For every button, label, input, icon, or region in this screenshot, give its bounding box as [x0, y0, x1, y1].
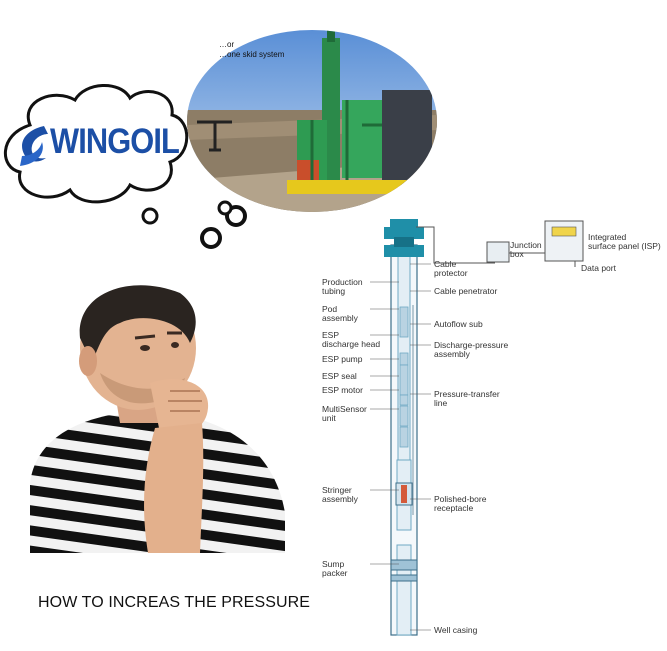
- left-label-stringer-assembly: Stringer: [322, 485, 352, 495]
- thinking-man-illustration: [30, 285, 285, 553]
- wellhead-neck: [394, 237, 414, 247]
- sump-packer-body: [390, 559, 418, 571]
- panel-label-2: surface panel (ISP): [588, 241, 661, 251]
- right-label-polished-bore-receptacle: Polished-bore: [434, 494, 487, 504]
- junction-box-label-1: Junction: [510, 240, 542, 250]
- wellhead-cap: [390, 219, 418, 229]
- left-label-esp-motor: ESP motor: [322, 385, 363, 395]
- right-label-cable-penetrator: Cable penetrator: [434, 286, 497, 296]
- right-label-well-casing: Well casing: [434, 625, 478, 635]
- left-label-multisensor-unit-2: unit: [322, 413, 336, 423]
- thought-cloud: [4, 84, 247, 249]
- wingoil-logo-text: WINGOIL: [50, 122, 180, 161]
- junction-box-label-2: box: [510, 249, 524, 259]
- left-label-esp-discharge-head-2: discharge head: [322, 339, 380, 349]
- left-label-pod-assembly: Pod: [322, 304, 337, 314]
- esp-pump-body: [399, 364, 409, 396]
- surface-cable: [416, 226, 495, 264]
- wingoil-swirl-icon: [20, 126, 48, 166]
- right-label-autoflow-sub: Autoflow sub: [434, 319, 483, 329]
- right-label-discharge-pressure-assembly-2: assembly: [434, 349, 471, 359]
- right-label-discharge-pressure-assembly: Discharge-pressure: [434, 340, 508, 350]
- wellhead-top: [384, 227, 424, 239]
- left-label-sump-packer-2: packer: [322, 568, 348, 578]
- panel-display: [551, 226, 577, 237]
- pod-body: [399, 306, 409, 338]
- left-label-production-tubing: Production: [322, 277, 363, 287]
- panel-label-1: Integrated: [588, 232, 627, 242]
- data-port-label: Data port: [581, 263, 617, 273]
- right-label-cable-protector-2: protector: [434, 268, 468, 278]
- left-label-esp-seal: ESP seal: [322, 371, 357, 381]
- multisensor-body: [399, 426, 409, 448]
- right-label-pressure-transfer-line: Pressure-transfer: [434, 389, 500, 399]
- skid-system-photo: [187, 30, 437, 212]
- esp-seal-body: [399, 394, 409, 406]
- pressure-question-caption: HOW TO INCREAS THE PRESSURE: [38, 594, 311, 611]
- polished-bore-insert: [401, 485, 407, 503]
- lower-tube: [396, 544, 412, 636]
- left-label-stringer-assembly-2: assembly: [322, 494, 359, 504]
- thought-bubble-3: [217, 200, 233, 216]
- photo-caption: …or …one skid system: [219, 40, 285, 59]
- left-label-multisensor-unit: MultiSensor: [322, 404, 367, 414]
- left-label-sump-packer: Sump: [322, 559, 344, 569]
- left-label-pod-assembly-2: assembly: [322, 313, 359, 323]
- thought-bubble-1: [141, 207, 159, 225]
- discharge-head-body: [399, 352, 409, 366]
- junction-box: [486, 241, 510, 263]
- right-label-polished-bore-receptacle-2: receptacle: [434, 503, 473, 513]
- sump-packer-ring: [390, 574, 418, 582]
- left-label-esp-pump: ESP pump: [322, 354, 363, 364]
- left-label-esp-discharge-head: ESP: [322, 330, 339, 340]
- left-label-production-tubing-2: tubing: [322, 286, 345, 296]
- right-label-pressure-transfer-line-2: line: [434, 398, 448, 408]
- wellhead-base: [384, 245, 424, 257]
- thought-bubble-4: [200, 227, 222, 249]
- cloud-shape: [4, 84, 189, 204]
- right-label-cable-protector: Cable: [434, 259, 456, 269]
- esp-motor-body: [399, 405, 409, 427]
